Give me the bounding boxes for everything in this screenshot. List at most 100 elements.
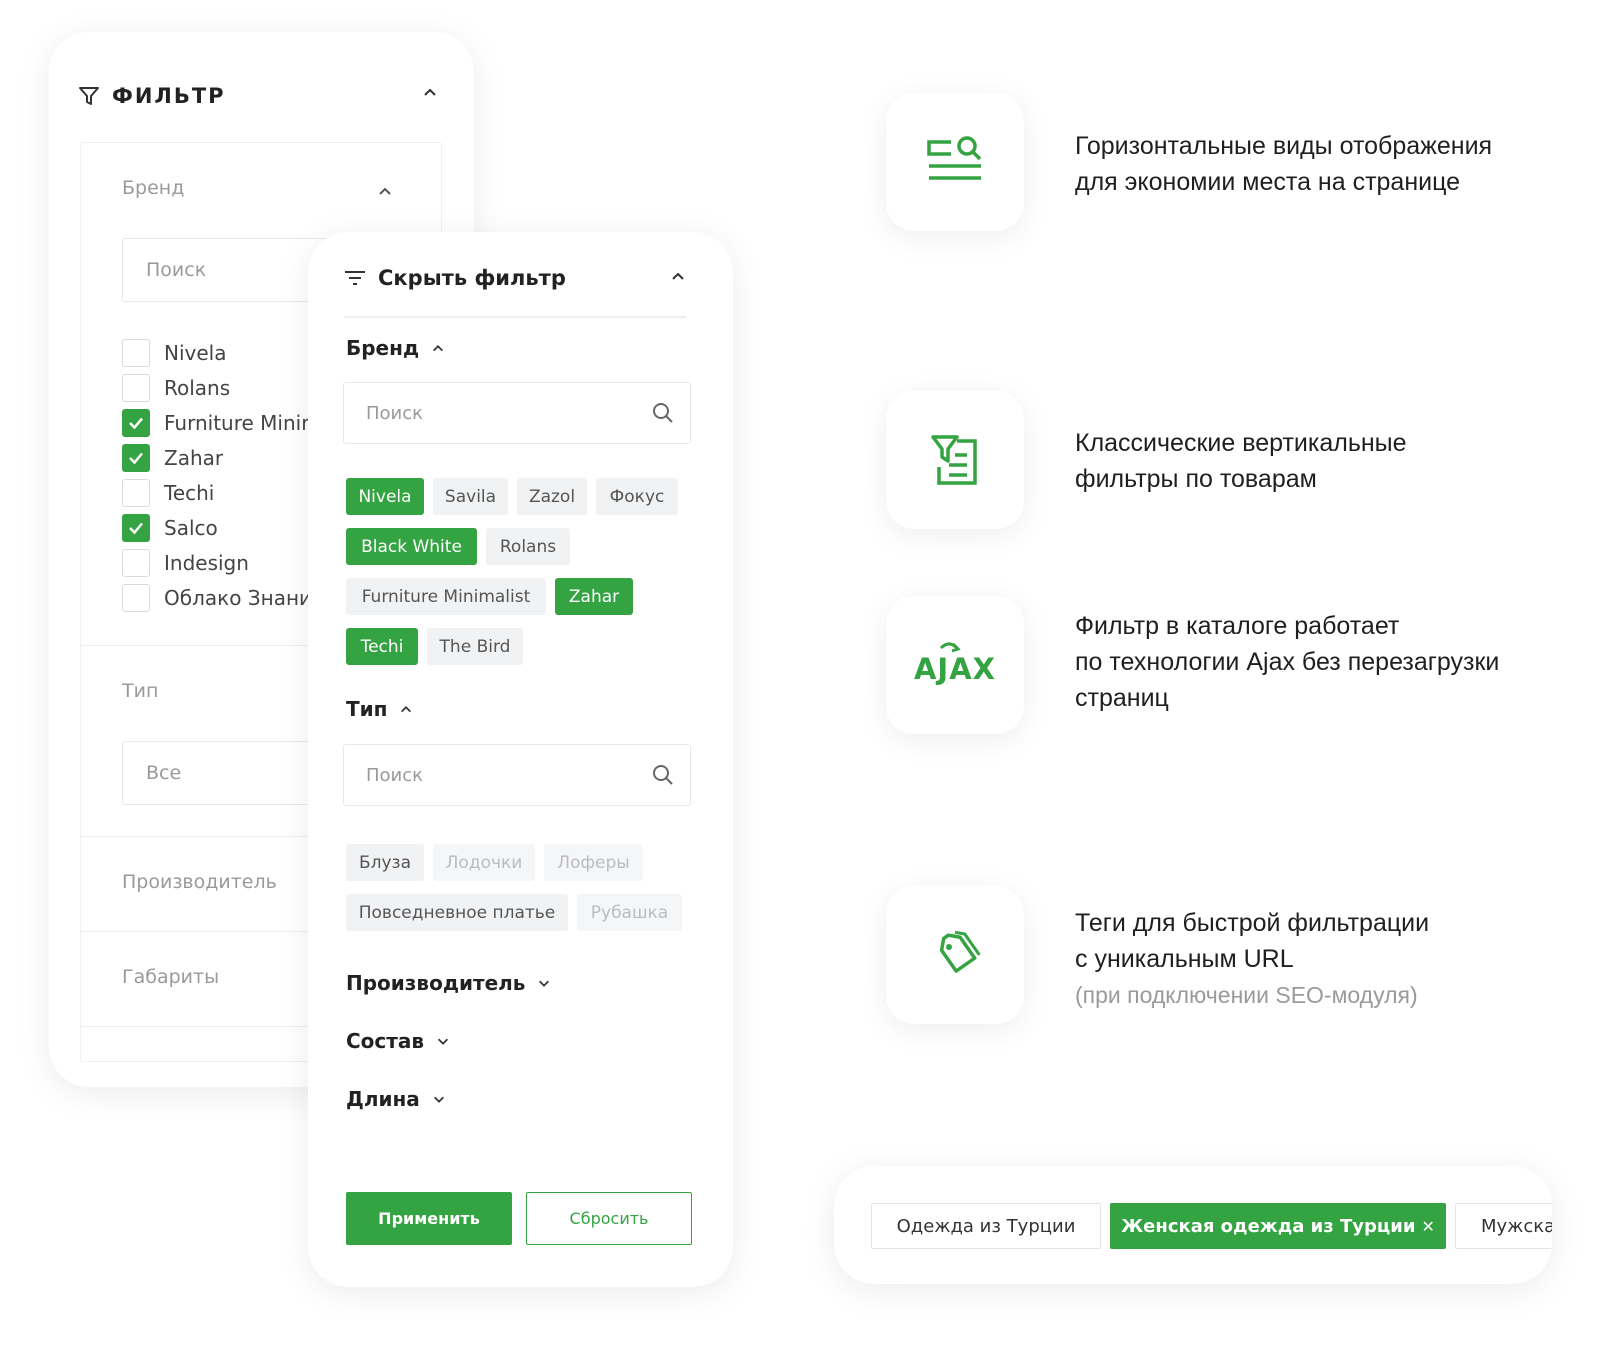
feature-line: по технологии Ajax без перезагрузки: [1075, 648, 1500, 676]
back-filter-title: ФИЛЬТР: [112, 84, 226, 108]
chevron-down-icon: [438, 1038, 449, 1045]
back-filter-header[interactable]: ФИЛЬТР: [78, 76, 438, 116]
front-brand-search-input[interactable]: Поиск: [343, 382, 691, 444]
front-type-label: Тип: [346, 697, 388, 721]
seo-tag-active[interactable]: Женская одежда из Турции ✕: [1110, 1203, 1446, 1249]
feature-icon-card: [886, 391, 1024, 529]
type-chip[interactable]: Повседневное платье: [346, 894, 568, 931]
checkbox[interactable]: [122, 339, 150, 367]
chevron-down-icon: [539, 980, 550, 987]
front-type-section[interactable]: Тип: [346, 697, 413, 721]
feature-text: Классические вертикальные фильтры по тов…: [1075, 425, 1575, 497]
funnel-icon: [79, 87, 99, 105]
brand-chip[interactable]: The Bird: [427, 628, 523, 665]
front-filter-panel: Скрыть фильтр Бренд Поиск Nivela Savila …: [308, 232, 733, 1287]
chevron-up-icon[interactable]: [377, 183, 393, 199]
chevron-up-icon: [401, 706, 412, 713]
brand-chip[interactable]: Rolans: [486, 528, 570, 565]
search-placeholder: Поиск: [366, 402, 424, 424]
front-manufacturer-section[interactable]: Производитель: [346, 971, 551, 995]
back-brand-label[interactable]: Бренд: [122, 177, 185, 199]
section-label: Состав: [346, 1029, 425, 1053]
checkbox[interactable]: [122, 479, 150, 507]
front-type-search-input[interactable]: Поиск: [343, 744, 691, 806]
chevron-up-icon[interactable]: [422, 84, 438, 100]
brand-checkbox-item[interactable]: Rolans: [122, 374, 230, 402]
checkbox-label: Nivela: [164, 341, 227, 365]
front-brand-label: Бренд: [346, 336, 420, 360]
apply-button[interactable]: Применить: [346, 1192, 512, 1245]
checkbox-checked[interactable]: [122, 514, 150, 542]
reset-button[interactable]: Сбросить: [526, 1192, 692, 1245]
chevron-up-icon[interactable]: [670, 268, 686, 284]
chevron-up-icon: [433, 345, 444, 352]
feature-text: Фильтр в каталоге работает по технологии…: [1075, 608, 1575, 716]
brand-chip[interactable]: Savila: [433, 478, 508, 515]
checkbox[interactable]: [122, 584, 150, 612]
feature-icon-card: AJAX: [886, 596, 1024, 734]
type-chip: Лоферы: [544, 844, 643, 881]
feature-note: (при подключении SEO-модуля): [1075, 982, 1418, 1008]
hide-filter-title: Скрыть фильтр: [378, 266, 566, 290]
horizontal-view-icon: [927, 136, 982, 180]
feature-line: фильтры по товарам: [1075, 465, 1317, 493]
back-type-label[interactable]: Тип: [122, 680, 159, 702]
search-placeholder: Поиск: [366, 764, 424, 786]
feature-text: Горизонтальные виды отображения для экон…: [1075, 128, 1575, 200]
ajax-icon-text: AJAX: [913, 652, 997, 686]
feature-line: для экономии места на странице: [1075, 168, 1461, 196]
brand-chip[interactable]: Black White: [346, 528, 477, 565]
brand-chip[interactable]: Nivela: [346, 478, 424, 515]
hide-filter-header[interactable]: Скрыть фильтр: [344, 256, 686, 300]
front-length-section[interactable]: Длина: [346, 1087, 446, 1111]
brand-checkbox-item[interactable]: Nivela: [122, 339, 226, 367]
vertical-filter-icon: [931, 435, 977, 485]
close-icon[interactable]: ✕: [1421, 1216, 1435, 1236]
checkbox-label: Rolans: [164, 376, 231, 400]
front-brand-section[interactable]: Бренд: [346, 336, 445, 360]
back-manufacturer-label[interactable]: Производитель: [122, 871, 277, 893]
checkbox-checked[interactable]: [122, 444, 150, 472]
checkbox[interactable]: [122, 549, 150, 577]
tag-icon: [939, 930, 981, 973]
filter-lines-icon: [345, 271, 365, 285]
seo-tag[interactable]: Мужска: [1455, 1203, 1552, 1249]
back-dimensions-label[interactable]: Габариты: [122, 966, 220, 988]
brand-checkbox-item[interactable]: Furniture Minir: [122, 409, 309, 437]
front-composition-section[interactable]: Состав: [346, 1029, 450, 1053]
type-chip[interactable]: Блуза: [346, 844, 424, 881]
checkbox-label: Furniture Minir: [164, 411, 310, 435]
checkbox-label: Salco: [164, 516, 218, 540]
brand-checkbox-item[interactable]: Salco: [122, 514, 218, 542]
feature-line: страниц: [1075, 684, 1169, 712]
checkbox-label: Techi: [164, 481, 215, 505]
seo-tag[interactable]: Одежда из Турции: [871, 1203, 1101, 1249]
divider: [81, 1026, 441, 1027]
checkbox-checked[interactable]: [122, 409, 150, 437]
brand-checkbox-item[interactable]: Techi: [122, 479, 214, 507]
seo-tag-label: Женская одежда из Турции: [1121, 1215, 1416, 1237]
feature-line: Фильтр в каталоге работает: [1075, 612, 1400, 640]
brand-checkbox-item[interactable]: Indesign: [122, 549, 249, 577]
brand-checkbox-item[interactable]: Zahar: [122, 444, 223, 472]
checkmark-icon: [129, 417, 143, 430]
feature-text: Теги для быстрой фильтрации с уникальным…: [1075, 905, 1575, 1013]
brand-chip[interactable]: Zazol: [517, 478, 587, 515]
feature-line: с уникальным URL: [1075, 945, 1294, 973]
checkbox-label: Облако Знани: [164, 586, 313, 610]
feature-line: Теги для быстрой фильтрации: [1075, 909, 1430, 937]
chevron-down-icon: [433, 1096, 444, 1103]
checkbox[interactable]: [122, 374, 150, 402]
brand-chip[interactable]: Furniture Minimalist: [346, 578, 546, 615]
feature-icon-card: [886, 93, 1024, 231]
search-icon[interactable]: [652, 402, 674, 424]
brand-chip[interactable]: Фокус: [596, 478, 678, 515]
divider: [81, 836, 441, 837]
brand-chip[interactable]: Zahar: [555, 578, 633, 615]
ajax-icon: AJAX: [909, 640, 1001, 690]
checkbox-label: Indesign: [164, 551, 249, 575]
divider: [344, 316, 686, 318]
brand-checkbox-item[interactable]: Облако Знани: [122, 584, 312, 612]
search-icon[interactable]: [652, 764, 674, 786]
brand-chip[interactable]: Techi: [346, 628, 418, 665]
